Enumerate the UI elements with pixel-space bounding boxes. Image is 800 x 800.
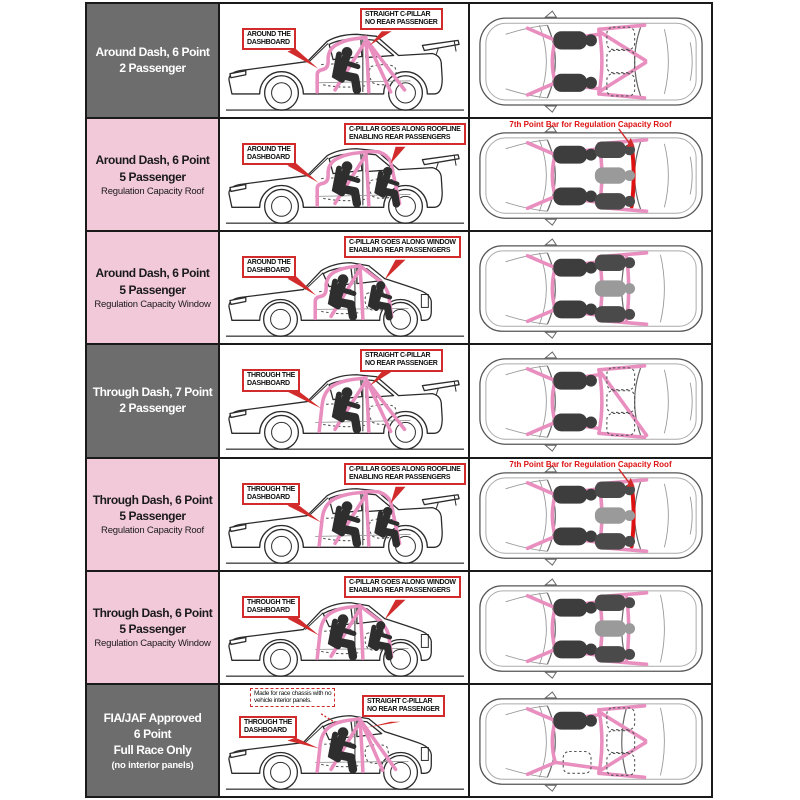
car-top-illustration — [479, 578, 703, 679]
rollcage-configuration-table: Around Dash, 6 Point 2 Passenger AROUND … — [85, 2, 713, 798]
car-top-illustration — [479, 351, 703, 453]
side-view-diagram: THROUGH THE DASHBOARD C-PILLAR GOES ALON… — [218, 571, 468, 683]
side-view-diagram: AROUND THE DASHBOARD C-PILLAR GOES ALONG… — [218, 119, 468, 231]
callout-dashboard: THROUGH THE DASHBOARD — [242, 369, 301, 392]
config-subtitle: Regulation Capacity Window — [94, 638, 211, 650]
car-top-illustration — [479, 125, 703, 226]
callout-cpillar: STRAIGHT C-PILLAR NO REAR PASSENGER — [360, 349, 443, 372]
config-row-around-dash-6pt-5pass-roof: Around Dash, 6 Point 5 Passenger Regulat… — [87, 117, 711, 231]
car-top-illustration — [479, 238, 703, 340]
top-view-diagram — [468, 232, 711, 344]
config-subtitle: (no interior panels) — [111, 759, 194, 771]
side-view-diagram: AROUND THE DASHBOARD STRAIGHT C-PILLAR N… — [218, 4, 468, 118]
top-view-diagram — [468, 345, 711, 457]
callout-cpillar: C-PILLAR GOES ALONG ROOFLINE ENABLING RE… — [344, 462, 466, 485]
config-row-around-dash-6pt-2pass: Around Dash, 6 Point 2 Passenger AROUND … — [87, 4, 711, 118]
config-title: Through Dash, 6 Point 5 Passenger — [92, 605, 213, 637]
config-title: Around Dash, 6 Point 2 Passenger — [95, 44, 210, 76]
top-view-diagram: 7th Point Bar for Regulation Capacity Ro… — [468, 119, 711, 231]
top-view-diagram — [468, 684, 711, 796]
seventh-point-bar-note: 7th Point Bar for Regulation Capacity Ro… — [509, 459, 672, 469]
config-label: Around Dash, 6 Point 5 Passenger Regulat… — [87, 119, 218, 231]
car-side-illustration — [225, 146, 465, 225]
config-label: Around Dash, 6 Point 2 Passenger — [87, 4, 218, 118]
callout-cpillar: C-PILLAR GOES ALONG ROOFLINE ENABLING RE… — [344, 123, 466, 146]
seventh-point-bar-note: 7th Point Bar for Regulation Capacity Ro… — [509, 120, 672, 130]
race-chassis-note: Made for race chassis with no vehicle in… — [250, 687, 336, 707]
car-side-illustration — [225, 486, 465, 564]
config-subtitle: Regulation Capacity Roof — [101, 525, 204, 537]
callout-dashboard: AROUND THE DASHBOARD — [242, 28, 296, 51]
config-title: Around Dash, 6 Point 5 Passenger — [95, 153, 210, 184]
car-side-illustration — [225, 599, 465, 677]
config-label: Around Dash, 6 Point 5 Passenger Regulat… — [87, 232, 218, 344]
callout-dashboard: THROUGH THE DASHBOARD — [239, 715, 298, 738]
config-row-through-dash-6pt-5pass-roof: Through Dash, 6 Point 5 Passenger Regula… — [87, 456, 711, 570]
car-top-illustration — [479, 691, 703, 792]
car-side-illustration — [225, 260, 465, 338]
config-subtitle: Regulation Capacity Window — [94, 298, 211, 310]
config-label: Through Dash, 6 Point 5 Passenger Regula… — [87, 458, 218, 570]
callout-dashboard: THROUGH THE DASHBOARD — [242, 482, 301, 505]
callout-dashboard: THROUGH THE DASHBOARD — [242, 595, 301, 618]
top-view-diagram — [468, 4, 711, 118]
callout-dashboard: AROUND THE DASHBOARD — [242, 143, 296, 166]
callout-cpillar: STRAIGHT C-PILLAR NO REAR PASSENGER — [360, 8, 443, 31]
callout-dashboard: AROUND THE DASHBOARD — [242, 256, 296, 279]
side-view-diagram: THROUGH THE DASHBOARD C-PILLAR GOES ALON… — [218, 458, 468, 570]
config-title: Through Dash, 7 Point 2 Passenger — [92, 385, 213, 416]
config-row-through-dash-6pt-5pass-window: Through Dash, 6 Point 5 Passenger Regula… — [87, 569, 711, 683]
config-title: Through Dash, 6 Point 5 Passenger — [92, 492, 213, 523]
config-row-around-dash-6pt-5pass-window: Around Dash, 6 Point 5 Passenger Regulat… — [87, 230, 711, 344]
side-view-diagram: THROUGH THE DASHBOARD STRAIGHT C-PILLAR … — [218, 345, 468, 457]
car-top-illustration — [479, 464, 703, 566]
config-label: Through Dash, 7 Point 2 Passenger — [87, 345, 218, 457]
config-title: FIA/JAF Approved 6 Point Full Race Only — [103, 710, 202, 758]
top-view-diagram — [468, 571, 711, 683]
car-side-illustration — [225, 713, 465, 790]
config-title: Around Dash, 6 Point 5 Passenger — [95, 266, 210, 297]
config-label: Through Dash, 6 Point 5 Passenger Regula… — [87, 571, 218, 683]
callout-cpillar: C-PILLAR GOES ALONG WINDOW ENABLING REAR… — [344, 236, 461, 259]
car-side-illustration — [225, 372, 465, 451]
callout-cpillar: STRAIGHT C-PILLAR NO REAR PASSENGER — [362, 694, 445, 717]
car-top-illustration — [479, 10, 703, 113]
callout-cpillar: C-PILLAR GOES ALONG WINDOW ENABLING REAR… — [344, 575, 461, 598]
top-view-diagram: 7th Point Bar for Regulation Capacity Ro… — [468, 458, 711, 570]
config-row-through-dash-7pt-2pass: Through Dash, 7 Point 2 Passenger THROUG… — [87, 343, 711, 457]
car-side-illustration — [225, 31, 465, 111]
side-view-diagram: AROUND THE DASHBOARD C-PILLAR GOES ALONG… — [218, 232, 468, 344]
config-label: FIA/JAF Approved 6 Point Full Race Only … — [87, 684, 218, 796]
config-subtitle: Regulation Capacity Roof — [101, 185, 204, 197]
config-row-fia-jaf-6pt-full-race: FIA/JAF Approved 6 Point Full Race Only … — [87, 682, 711, 796]
side-view-diagram: Made for race chassis with no vehicle in… — [218, 684, 468, 796]
